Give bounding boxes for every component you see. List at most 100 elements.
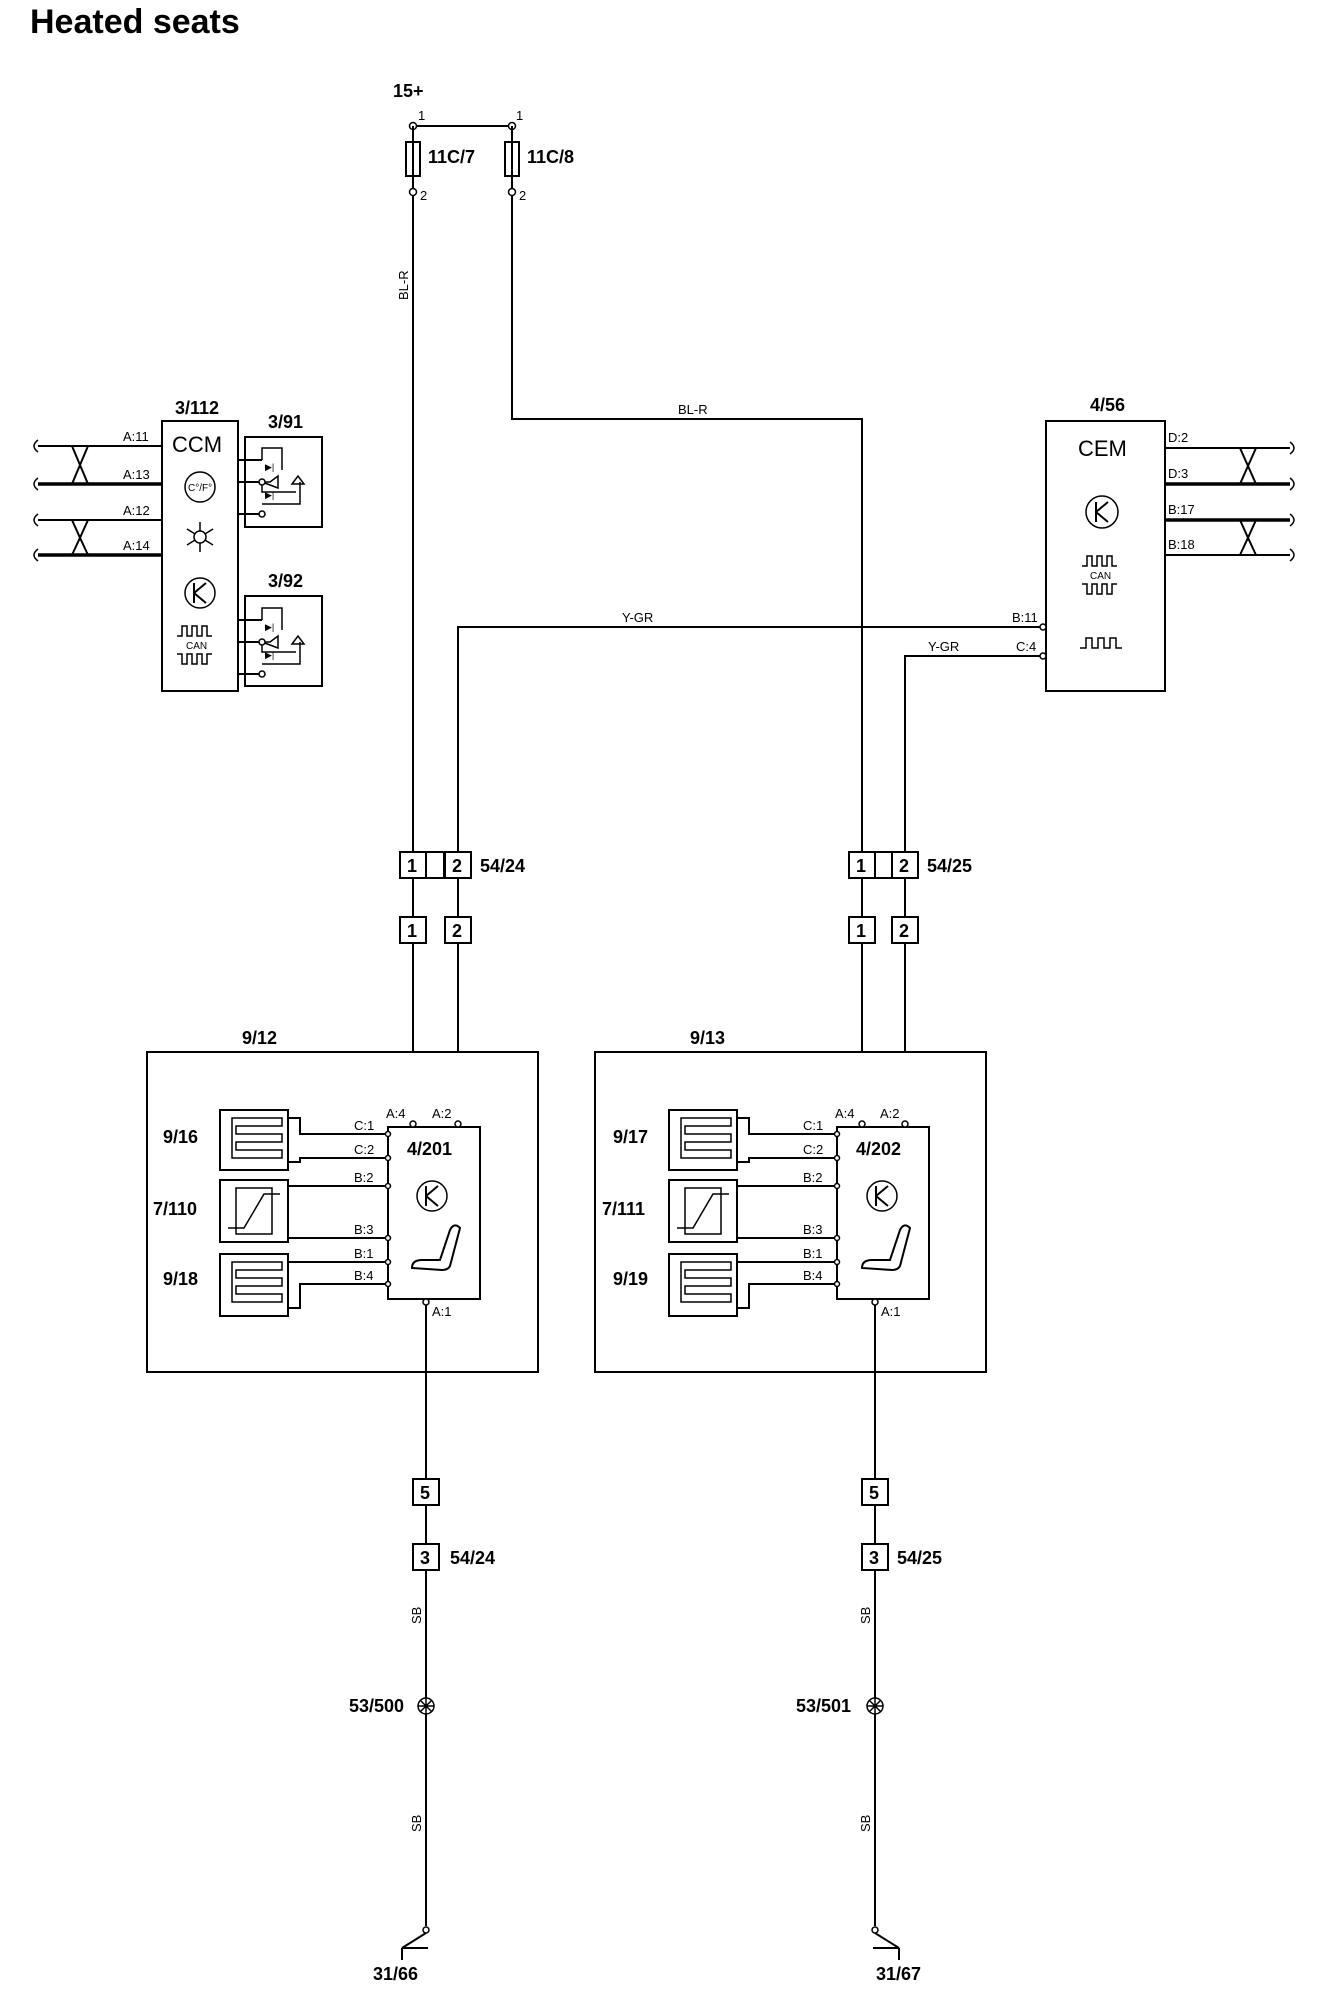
snowflake-icon: [186, 522, 214, 552]
svg-text:A:2: A:2: [880, 1106, 900, 1121]
wire-color-y-gr-top: Y-GR: [622, 610, 653, 625]
svg-text:3: 3: [869, 1548, 879, 1568]
module-id: 4/201: [407, 1139, 452, 1159]
wire-bl-r-right: [511, 196, 863, 852]
wire-color-bl-r-left: BL-R: [396, 270, 411, 300]
svg-text:5: 5: [869, 1483, 879, 1503]
switch-id: 3/91: [268, 412, 303, 432]
svg-text:5: 5: [420, 1483, 430, 1503]
svg-text:1: 1: [407, 921, 417, 941]
cem-pin: D:3: [1168, 466, 1188, 481]
ground-path-left: 5 3 54/24 SB 53/500 SB 31/66: [349, 1305, 495, 1984]
ccm-pin: A:12: [123, 503, 150, 518]
svg-text:2: 2: [452, 921, 462, 941]
element-id: 9/16: [163, 1127, 198, 1147]
svg-text:▶|: ▶|: [265, 462, 274, 472]
svg-text:C:2: C:2: [354, 1142, 374, 1157]
seat-id: 9/13: [690, 1028, 725, 1048]
ccm-pin: A:14: [123, 538, 150, 553]
control-unit-icon: [416, 1180, 448, 1212]
element-id: 9/17: [613, 1127, 648, 1147]
fuse-pin: 2: [420, 188, 427, 203]
ground-id: 31/67: [876, 1964, 921, 1984]
svg-text:SB: SB: [409, 1815, 424, 1832]
module-id: 4/202: [856, 1139, 901, 1159]
svg-text:C:1: C:1: [354, 1118, 374, 1133]
heated-seat-switch-3-91: 3/91 ▶| ▶|: [238, 412, 323, 528]
cem-module: 4/56 CEM CAN B:11 C:4: [1012, 395, 1166, 692]
ground-path-right: 5 3 54/25 SB 53/501 SB 31/67: [796, 1305, 942, 1984]
svg-text:2: 2: [899, 921, 909, 941]
svg-text:B:4: B:4: [803, 1268, 823, 1283]
cem-pin: B:18: [1168, 537, 1195, 552]
svg-text:▶|: ▶|: [265, 622, 274, 632]
svg-text:A:1: A:1: [432, 1304, 452, 1319]
svg-text:A:4: A:4: [835, 1106, 855, 1121]
supply-label: 15+: [393, 81, 424, 101]
supply-pin-right: 1: [516, 108, 523, 123]
svg-text:B:1: B:1: [354, 1246, 374, 1261]
svg-text:A:1: A:1: [881, 1304, 901, 1319]
heating-element-icon: [231, 1261, 283, 1303]
heating-element-icon: [680, 1261, 732, 1303]
svg-text:▶|: ▶|: [265, 650, 274, 660]
ground-icon: [401, 1932, 427, 1949]
ccm-id: 3/112: [175, 398, 219, 418]
svg-text:1: 1: [856, 921, 866, 941]
fuse-11c-7: 11C/7 2: [405, 126, 475, 203]
svg-text:1: 1: [856, 856, 866, 876]
heating-element-icon: [231, 1117, 283, 1159]
splice-id: 53/501: [796, 1696, 851, 1716]
ccm-temp-symbol: C°/F°: [188, 483, 212, 494]
svg-text:▶|: ▶|: [265, 490, 274, 500]
svg-text:B:3: B:3: [354, 1222, 374, 1237]
seat-icon: [860, 1224, 912, 1272]
can-pulse-icon: [1082, 555, 1117, 567]
cem-can-bus: D:2 D:3 B:17 B:18: [1165, 430, 1295, 562]
connector-54-25: 1 2 54/25 1 2: [848, 851, 972, 1124]
wire-y-gr-bottom: [904, 655, 1040, 852]
ccm-pin: A:13: [123, 467, 150, 482]
svg-text:C:1: C:1: [803, 1118, 823, 1133]
element-id: 9/18: [163, 1269, 198, 1289]
cem-pin: D:2: [1168, 430, 1188, 445]
cem-pin: B:17: [1168, 502, 1195, 517]
svg-text:SB: SB: [858, 1607, 873, 1624]
connector-id: 54/25: [897, 1548, 942, 1568]
ccm-can-bus: A:11 A:13 A:12 A:14: [33, 429, 162, 562]
control-unit-icon: [866, 1180, 898, 1212]
ccm-name: CCM: [172, 432, 222, 457]
ccm-can-label: CAN: [186, 641, 207, 652]
svg-text:1: 1: [407, 856, 417, 876]
fuse-pin: 2: [519, 188, 526, 203]
svg-text:A:2: A:2: [432, 1106, 452, 1121]
connector-id: 54/24: [450, 1548, 495, 1568]
svg-text:SB: SB: [858, 1815, 873, 1832]
ccm-module: 3/112 CCM C°/F° CAN: [161, 398, 239, 692]
control-unit-icon: [184, 577, 216, 609]
svg-text:SB: SB: [409, 1607, 424, 1624]
thermistor-icon: [684, 1187, 722, 1235]
svg-text:2: 2: [899, 856, 909, 876]
svg-text:B:2: B:2: [354, 1170, 374, 1185]
page-title: Heated seats: [30, 3, 240, 41]
svg-text:3: 3: [420, 1548, 430, 1568]
svg-text:A:4: A:4: [386, 1106, 406, 1121]
cem-name: CEM: [1078, 436, 1127, 461]
cem-can-label: CAN: [1090, 571, 1111, 582]
seat-right-9-13: 9/13 A:4 A:2 4/202 9/17 7/111 9/19 C:1 C…: [594, 1028, 987, 1373]
heating-element-icon: [680, 1117, 732, 1159]
wire-color-bl-r-right: BL-R: [678, 402, 708, 417]
temperature-icon: [184, 471, 216, 503]
svg-text:B:3: B:3: [803, 1222, 823, 1237]
svg-text:C:2: C:2: [803, 1142, 823, 1157]
cem-id: 4/56: [1090, 395, 1125, 415]
cem-pin: C:4: [1016, 639, 1036, 654]
svg-text:B:2: B:2: [803, 1170, 823, 1185]
svg-text:B:4: B:4: [354, 1268, 374, 1283]
element-id: 9/19: [613, 1269, 648, 1289]
switch-id: 3/92: [268, 571, 303, 591]
signal-pulse-icon: [1080, 637, 1122, 649]
ground-icon: [874, 1932, 900, 1949]
